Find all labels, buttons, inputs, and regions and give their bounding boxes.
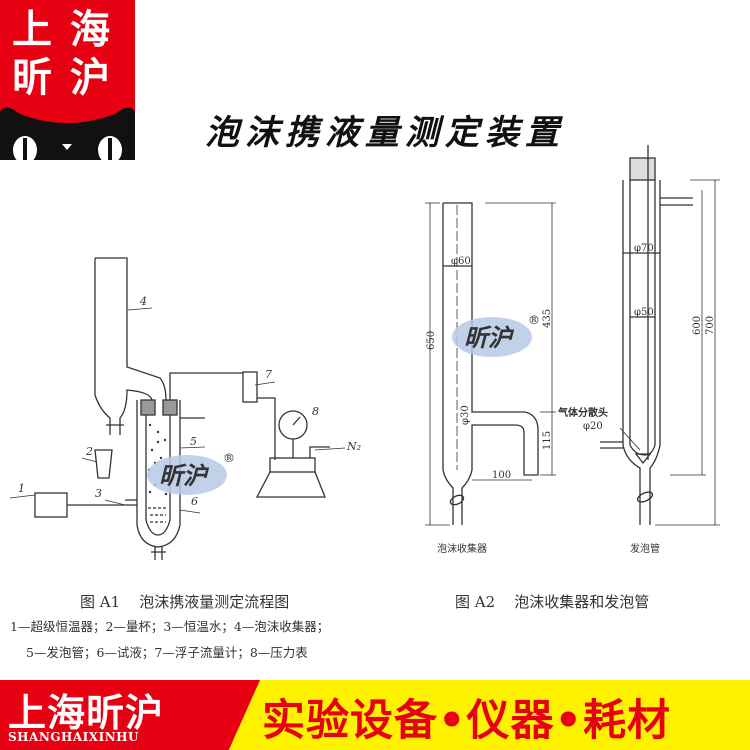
dim-115: 115 xyxy=(542,431,553,450)
dim-phi20: φ20 xyxy=(583,421,603,432)
dim-435: 435 xyxy=(542,309,553,328)
logo-char: 昕 xyxy=(12,55,52,101)
svg-text:昕沪: 昕沪 xyxy=(464,323,515,352)
brand-logo: 上 海 昕 沪 xyxy=(0,0,135,160)
pressure-gauge-8 xyxy=(255,410,330,498)
measuring-cup-2 xyxy=(94,449,113,479)
svg-text:®: ® xyxy=(528,313,540,327)
collector-name: 泡沫收集器 xyxy=(437,542,487,555)
figure-a1-legend: 1—超级恒温器；2—量杯；3—恒温水；4—泡沫收集器； xyxy=(10,619,330,634)
label-1: 1 xyxy=(18,482,25,495)
brand-name: 上海昕沪 xyxy=(8,691,165,735)
dim-100: 100 xyxy=(492,470,511,481)
label-2: 2 xyxy=(85,445,93,458)
foam-tube-name: 发泡管 xyxy=(630,542,660,555)
foaming-tube-drawing xyxy=(600,145,720,526)
foam-collector-4 xyxy=(94,257,167,435)
label-8: 8 xyxy=(312,405,319,418)
figure-a2-labels: 650 435 115 100 φ60 φ30 φ70 φ50 600 700 … xyxy=(426,243,716,555)
figure-a1-flow-diagram xyxy=(9,257,346,560)
figure-a1-labels: 1 2 3 4 5 6 7 8 N₂ xyxy=(18,295,361,508)
label-7: 7 xyxy=(265,368,272,381)
figure-a2-diagram xyxy=(425,145,720,526)
gas-disperser-label: 气体分散头 xyxy=(557,406,608,419)
logo-char: 海 xyxy=(70,7,110,53)
figure-a1-caption: 图 A1 泡沫携液量测定流程图 xyxy=(80,593,290,611)
svg-text:昕沪: 昕沪 xyxy=(159,461,210,490)
dim-600: 600 xyxy=(692,316,703,335)
watermark: 昕沪 ® xyxy=(452,313,540,357)
dim-phi60: φ60 xyxy=(451,256,471,267)
foaming-tube-5 xyxy=(125,399,205,560)
svg-text:®: ® xyxy=(223,451,235,465)
logo-char: 上 xyxy=(12,7,52,53)
dim-700: 700 xyxy=(705,316,716,335)
label-3: 3 xyxy=(95,487,102,500)
brand-panel xyxy=(0,680,260,750)
flowmeter-7 xyxy=(242,371,258,403)
brand-name-en: SHANGHAIXINHU xyxy=(8,730,139,744)
gas-line xyxy=(257,397,276,460)
slogan: 实验设备•仪器•耗材 xyxy=(262,696,671,746)
cat-head-icon xyxy=(0,107,135,160)
page-title: 泡沫携液量测定装置 xyxy=(205,113,565,153)
logo-char: 沪 xyxy=(70,55,110,101)
foam-collector-drawing xyxy=(425,202,556,526)
label-5: 5 xyxy=(190,435,197,448)
dim-phi50: φ50 xyxy=(634,307,654,318)
gas-line xyxy=(169,372,243,400)
dim-650: 650 xyxy=(426,331,437,350)
figure-a2-caption: 图 A2 泡沫收集器和发泡管 xyxy=(455,593,650,611)
dim-phi70: φ70 xyxy=(634,243,654,254)
watermark: 昕沪 ® xyxy=(147,451,235,495)
dim-phi30: φ30 xyxy=(460,405,471,425)
label-6: 6 xyxy=(191,495,198,508)
figure-a1-legend: 5—发泡管；6—试液；7—浮子流量计；8—压力表 xyxy=(26,645,308,660)
bottom-banner: 上海昕沪 SHANGHAIXINHU 实验设备•仪器•耗材 xyxy=(0,680,750,750)
label-4: 4 xyxy=(139,295,147,308)
label-n2: N₂ xyxy=(346,440,361,453)
